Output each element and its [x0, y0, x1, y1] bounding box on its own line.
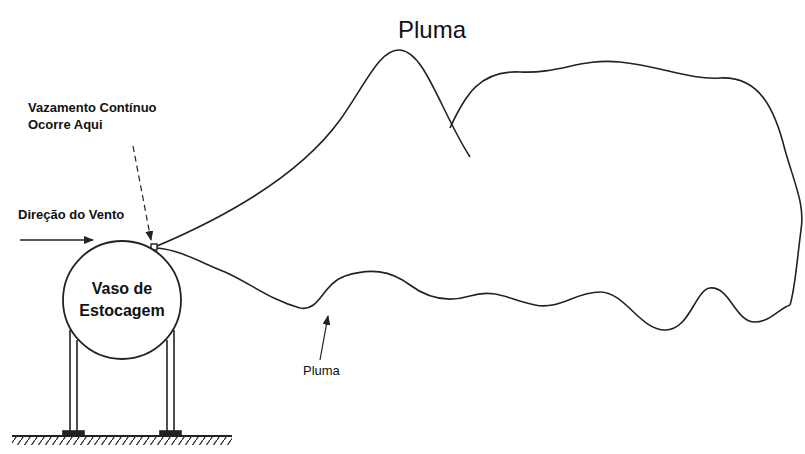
leak-label: Vazamento Contínuo Ocorre Aqui: [28, 100, 163, 134]
wind-label: Direção do Vento: [18, 207, 124, 224]
leak-leader: [133, 146, 151, 240]
wind-arrow: [20, 239, 93, 241]
plume-outline: [157, 50, 802, 330]
ground-line: [12, 435, 232, 437]
plume-label: Pluma: [303, 363, 340, 380]
vessel-outline: [62, 240, 182, 360]
diagram-title: Pluma: [398, 16, 466, 44]
ground-hatch: [12, 436, 232, 445]
plume-leader: [320, 316, 328, 360]
vessel-inner: Vaso de Estocagem: [62, 240, 182, 360]
vessel-label: Vaso de Estocagem: [78, 278, 166, 323]
vessel-circle: Vaso de Estocagem: [62, 240, 182, 360]
